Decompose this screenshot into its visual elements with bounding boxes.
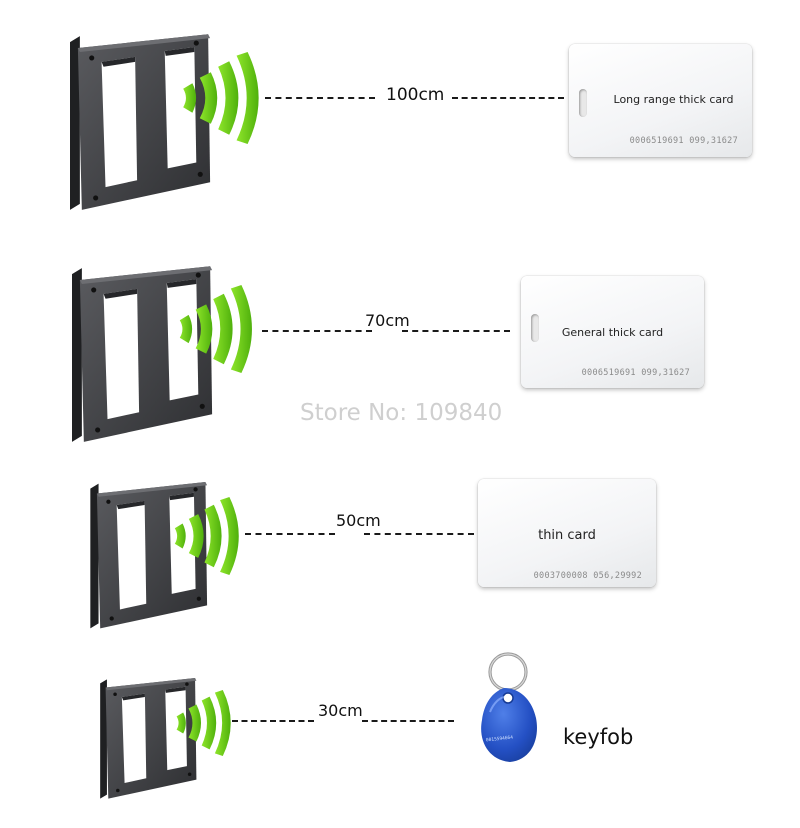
rfid-waves-icon [183, 52, 259, 144]
rfid-waves-icon [179, 285, 252, 373]
distance-line [245, 533, 335, 535]
distance-label: 70cm [359, 313, 416, 329]
store-watermark: Store No: 109840 [300, 400, 503, 426]
card-serial: 0006519691 099,31627 [581, 368, 690, 378]
card-serial: 0003700008 056,29992 [533, 571, 642, 581]
keyfob-icon [481, 652, 537, 762]
distance-line [364, 533, 474, 535]
distance-line [262, 330, 372, 332]
card-label: General thick card [561, 326, 664, 339]
card-label: Long range thick card [613, 93, 734, 106]
rfid-waves-icon [176, 690, 231, 756]
rfid-waves-icon [174, 497, 239, 575]
distance-line [265, 97, 375, 99]
distance-line [232, 720, 314, 722]
general-thick-card: General thick card 0006519691 099,31627 [521, 276, 704, 388]
distance-line [402, 330, 510, 332]
card-label: thin card [538, 528, 596, 543]
distance-line [362, 720, 454, 722]
keyfob-label: keyfob [563, 725, 634, 749]
distance-label: 100cm [380, 87, 451, 104]
distance-label: 30cm [312, 703, 369, 719]
long-range-thick-card: Long range thick card 0006519691 099,316… [569, 44, 752, 157]
card-serial: 0006519691 099,31627 [629, 136, 738, 146]
distance-label: 50cm [330, 513, 387, 529]
thin-card: thin card 0003700008 056,29992 [478, 479, 656, 587]
distance-line [452, 97, 564, 99]
